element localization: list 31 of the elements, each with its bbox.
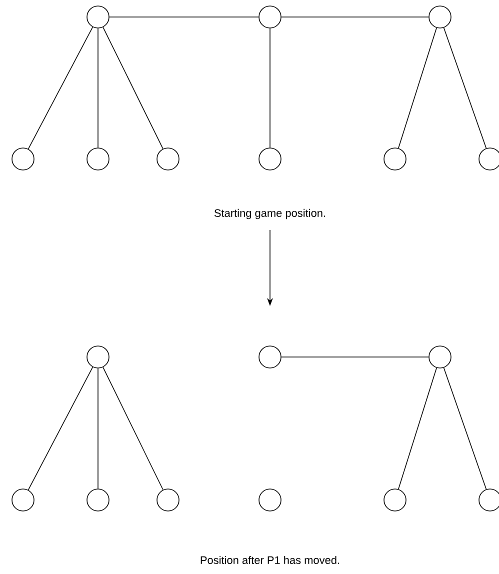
game-node: [478, 488, 499, 512]
game-node: [258, 346, 282, 368]
game-node: [86, 148, 110, 170]
game-node: [384, 148, 406, 170]
tree-edge: [102, 366, 164, 490]
game-node: [428, 6, 452, 28]
tree-edge: [28, 26, 94, 150]
game-node: [12, 488, 34, 512]
game-node: [258, 6, 282, 28]
tree-edge: [281, 16, 429, 18]
tree-edge: [443, 27, 487, 149]
game-node: [86, 488, 110, 512]
game-node: [86, 6, 110, 28]
caption: Starting game position.: [214, 208, 326, 220]
tree-edge: [443, 367, 487, 490]
caption: Position after P1 has moved.: [200, 556, 340, 564]
tree-edge: [28, 366, 94, 490]
game-node: [384, 488, 406, 512]
game-node: [12, 148, 34, 170]
game-node: [156, 148, 180, 170]
game-node: [428, 346, 452, 368]
tree-edge: [398, 27, 437, 149]
tree-edge: [102, 26, 164, 150]
game-node: [258, 488, 282, 512]
game-node: [478, 148, 499, 170]
game-node: [156, 488, 180, 512]
tree-edge: [109, 16, 259, 18]
game-node: [258, 148, 282, 170]
tree-edge: [398, 367, 437, 490]
game-node: [86, 346, 110, 368]
tree-edge: [281, 356, 429, 358]
